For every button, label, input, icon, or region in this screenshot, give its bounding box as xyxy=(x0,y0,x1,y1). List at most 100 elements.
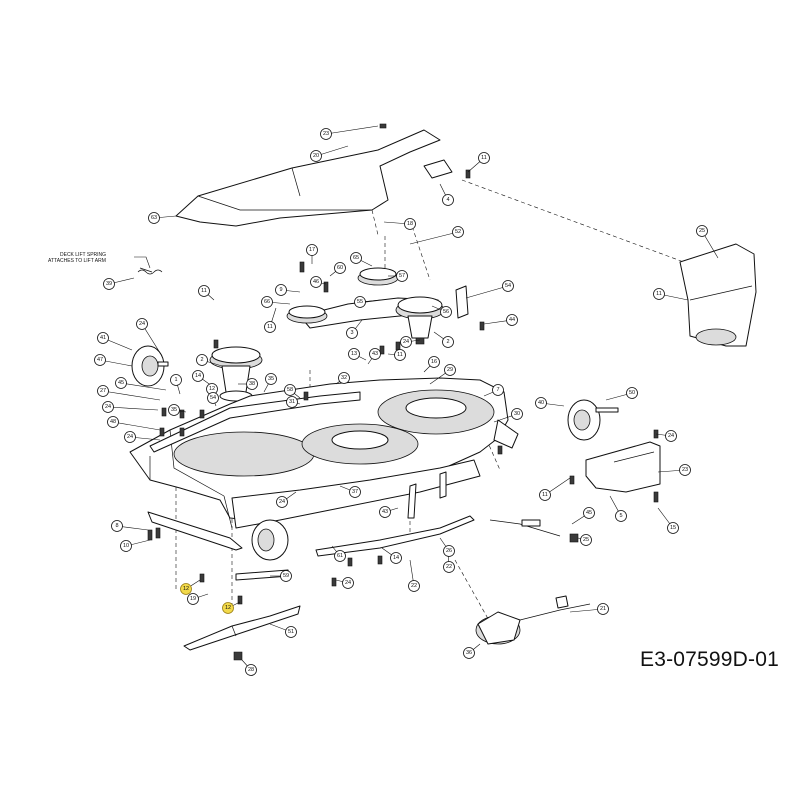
callout-circle xyxy=(539,489,551,501)
callout-circle xyxy=(170,374,182,386)
deck-lift-spring xyxy=(137,267,163,275)
callout-label: 14 xyxy=(393,555,399,561)
callout-bubble: 24 xyxy=(400,336,412,348)
callout-bubble: 3 xyxy=(346,327,358,339)
callout-bubble: 44 xyxy=(506,314,518,326)
deck-arm xyxy=(489,519,561,537)
callout-bubble: 38 xyxy=(246,378,258,390)
callout-circle xyxy=(306,244,318,256)
side-baffle xyxy=(679,243,757,347)
callout-label: 52 xyxy=(455,229,461,235)
note-line-1: DECK LIFT SPRING xyxy=(60,252,106,258)
callout-circle xyxy=(478,152,490,164)
callout-label: 51 xyxy=(288,629,294,635)
callout-bubble: 45 xyxy=(583,507,595,519)
callout-bubble: 24 xyxy=(136,318,148,330)
callout-circle xyxy=(443,561,455,573)
callout-bubble: 24 xyxy=(342,577,354,589)
callout-label: 2 xyxy=(446,339,449,345)
callout-circle xyxy=(102,401,114,413)
callout-label: 5 xyxy=(619,513,622,519)
callout-label: 11 xyxy=(267,324,273,330)
callout-label: 7 xyxy=(496,387,499,393)
callout-label: 23 xyxy=(682,467,688,473)
callout-bubble: 45 xyxy=(115,377,127,389)
callout-circle xyxy=(310,150,322,162)
callout-circle xyxy=(444,364,456,376)
callout-circle xyxy=(320,128,332,140)
callout-label: 30 xyxy=(514,411,520,417)
callout-label: 11 xyxy=(201,288,207,294)
callout-bubble: 35 xyxy=(265,373,277,385)
idler-bracket xyxy=(286,267,469,329)
callout-label: 10 xyxy=(123,543,129,549)
callout-label: 22 xyxy=(446,564,452,570)
callout-label: 11 xyxy=(481,155,487,161)
callout-circle xyxy=(400,336,412,348)
callout-bubble: 25 xyxy=(696,225,708,237)
callout-label: 56 xyxy=(443,309,449,315)
callout-bubble: 11 xyxy=(653,288,665,300)
callout-circle xyxy=(442,194,454,206)
right-spindle xyxy=(395,296,445,345)
callout-label: 58 xyxy=(287,387,293,393)
callout-bubble: 13 xyxy=(348,348,360,360)
callout-bubble: 7 xyxy=(492,384,504,396)
callout-bubble: 58 xyxy=(284,384,296,396)
callout-circle xyxy=(120,540,132,552)
callout-label: 38 xyxy=(249,381,255,387)
callout-circle xyxy=(265,373,277,385)
callout-circle xyxy=(348,348,360,360)
wheel-bracket xyxy=(585,441,661,493)
callout-circle xyxy=(280,570,292,582)
callout-bubble: 14 xyxy=(192,370,204,382)
callout-circle xyxy=(103,278,115,290)
callout-bubble: 40 xyxy=(535,397,547,409)
callout-label: 55 xyxy=(357,299,363,305)
callout-circle xyxy=(502,280,514,292)
callout-label: 23 xyxy=(323,131,329,137)
callout-circle xyxy=(107,416,119,428)
callout-circle xyxy=(97,385,109,397)
callout-label: 44 xyxy=(509,317,515,323)
callout-label: 18 xyxy=(407,221,413,227)
left-spindle xyxy=(209,346,263,402)
callout-bubble: 47 xyxy=(94,354,106,366)
callout-label: 12 xyxy=(225,605,231,611)
callout-label: 15 xyxy=(670,525,676,531)
callout-label: 60 xyxy=(337,265,343,271)
callout-circle xyxy=(349,486,361,498)
callout-bubble: 24 xyxy=(276,496,288,508)
callout-label: 17 xyxy=(309,247,315,253)
callout-bubble: 32 xyxy=(338,372,350,384)
callout-label: 12 xyxy=(183,586,189,592)
callout-bubble: 15 xyxy=(667,522,679,534)
callout-leader xyxy=(325,125,379,135)
callout-circle xyxy=(148,212,160,224)
callout-label: 24 xyxy=(279,499,285,505)
callout-circle xyxy=(115,377,127,389)
callout-label: 25 xyxy=(699,228,705,234)
callout-label: 37 xyxy=(352,489,358,495)
mower-blade xyxy=(183,605,301,661)
callout-bubble: 39 xyxy=(103,278,115,290)
callout-bubble: 26 xyxy=(443,545,455,557)
callout-circle xyxy=(261,296,273,308)
callout-bubble: 24 xyxy=(124,431,136,443)
callout-label: 32 xyxy=(341,375,347,381)
callout-label: 35 xyxy=(171,407,177,413)
callout-bubble: 54 xyxy=(502,280,514,292)
callout-label: 27 xyxy=(100,388,106,394)
callout-bubble: 36 xyxy=(463,647,475,659)
callout-label: 9 xyxy=(279,287,282,293)
callout-circle xyxy=(696,225,708,237)
callout-circle xyxy=(310,276,322,288)
callout-label: 40 xyxy=(538,400,544,406)
callout-label: 35 xyxy=(268,376,274,382)
callout-label: 24 xyxy=(403,339,409,345)
callout-bubble: 14 xyxy=(390,552,402,564)
callout-circle xyxy=(394,349,406,361)
callout-bubble: 2 xyxy=(442,336,454,348)
